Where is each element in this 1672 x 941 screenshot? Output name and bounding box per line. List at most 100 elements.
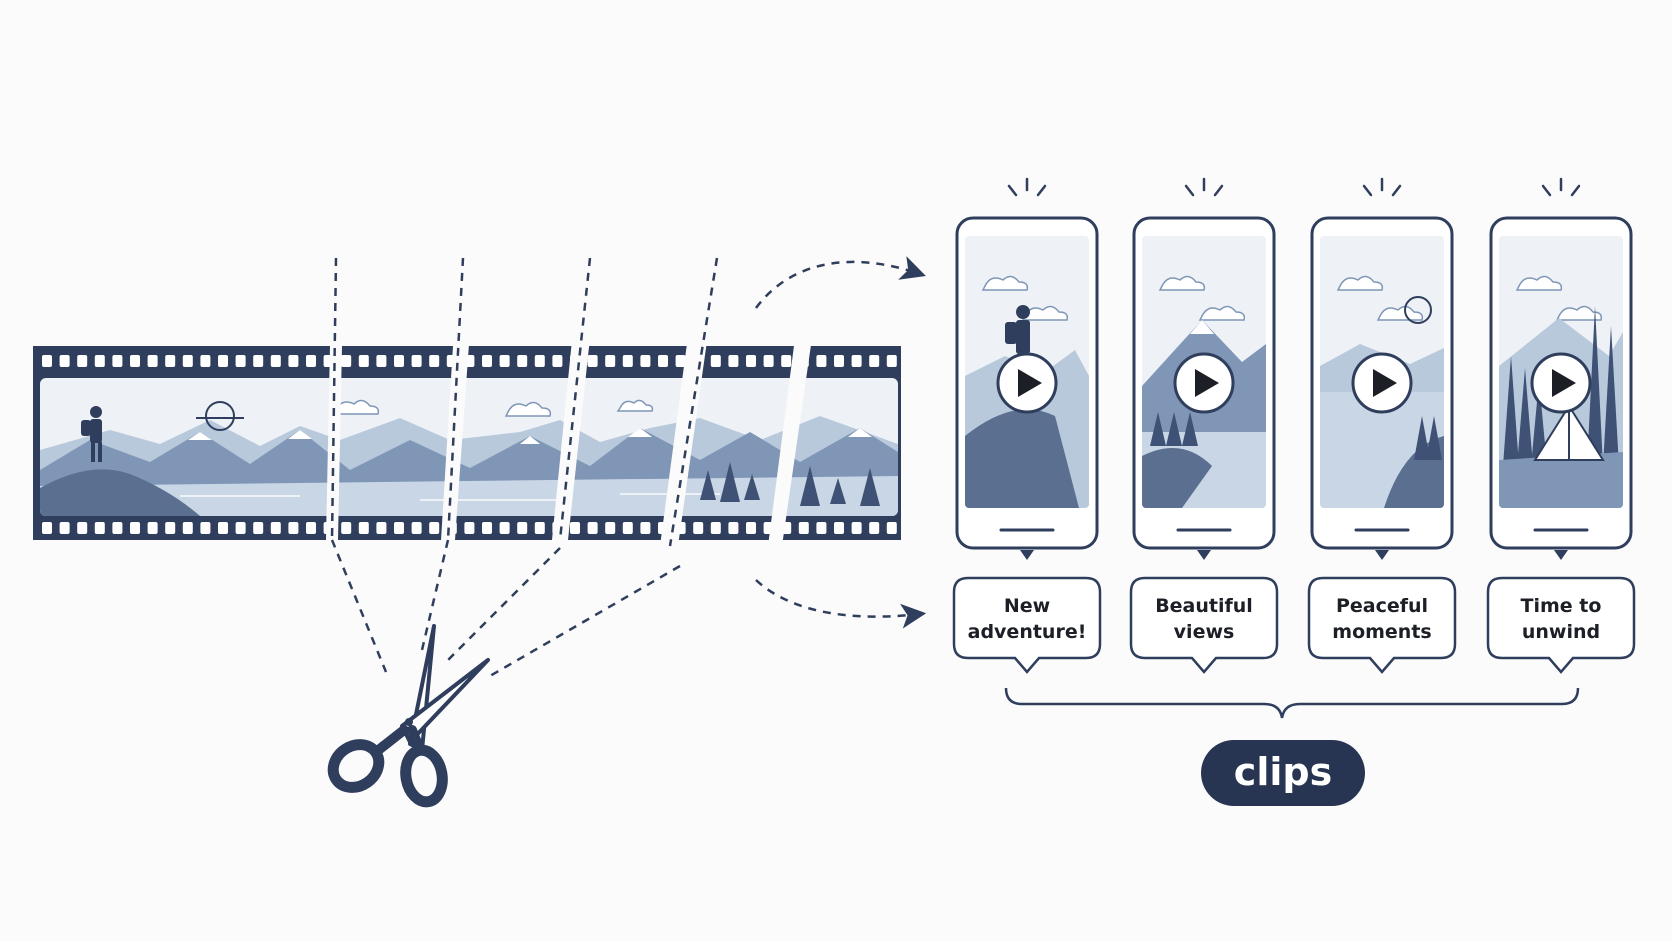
sprocket-hole bbox=[886, 522, 897, 534]
sprocket-hole bbox=[587, 522, 598, 534]
sprocket-hole bbox=[816, 522, 827, 534]
arrow-to-captions bbox=[755, 579, 927, 629]
cloud bbox=[332, 399, 380, 415]
sprocket-hole bbox=[499, 522, 510, 534]
sprocket-hole bbox=[341, 355, 352, 367]
arrow-to-phones bbox=[754, 256, 926, 309]
sprocket-hole bbox=[77, 522, 88, 534]
sprocket-hole bbox=[622, 355, 633, 367]
film-landscape bbox=[40, 378, 898, 516]
sprocket-hole bbox=[570, 522, 580, 534]
caption-line: moments bbox=[1332, 621, 1431, 643]
sprocket-hole bbox=[658, 355, 668, 367]
sprocket-hole bbox=[147, 355, 158, 367]
sprocket-hole bbox=[306, 522, 316, 534]
sprocket-hole bbox=[640, 355, 651, 367]
pointer-triangle bbox=[1197, 550, 1211, 560]
sprocket-hole bbox=[376, 355, 387, 367]
play-icon[interactable] bbox=[1351, 352, 1413, 414]
sprocket-hole bbox=[253, 522, 264, 534]
clips-badge-label: clips bbox=[1234, 750, 1332, 794]
sprocket-hole bbox=[112, 522, 123, 534]
sprocket-hole bbox=[42, 522, 52, 534]
sprocket-hole bbox=[834, 355, 844, 367]
sprocket-hole bbox=[429, 522, 440, 534]
scissors-handle bbox=[400, 744, 448, 808]
play-icon[interactable] bbox=[1530, 352, 1592, 414]
sprocket-hole bbox=[358, 355, 369, 367]
spark-lines bbox=[1362, 177, 1402, 197]
sprocket-hole bbox=[728, 522, 739, 534]
spark-lines bbox=[1184, 177, 1224, 197]
sprocket-hole bbox=[358, 522, 369, 534]
sprocket-hole bbox=[675, 355, 686, 367]
sprocket-hole bbox=[429, 355, 440, 367]
sprocket-hole bbox=[59, 522, 70, 534]
clip-card[interactable]: Peaceful moments bbox=[1307, 177, 1457, 674]
pointer-triangle bbox=[1554, 550, 1568, 560]
spark-lines bbox=[1007, 177, 1047, 197]
sprocket-hole bbox=[200, 355, 211, 367]
sprocket-hole bbox=[59, 355, 70, 367]
sprocket-hole bbox=[341, 522, 352, 534]
sprocket-hole bbox=[816, 355, 827, 367]
play-icon[interactable] bbox=[996, 352, 1058, 414]
sprocket-hole bbox=[710, 522, 721, 534]
caption-line: unwind bbox=[1522, 621, 1600, 643]
sprocket-hole bbox=[235, 522, 246, 534]
sprocket-hole bbox=[851, 522, 862, 534]
sprocket-hole bbox=[235, 355, 246, 367]
film-strip bbox=[33, 334, 901, 546]
sprocket-hole bbox=[130, 355, 140, 367]
caption-line: Peaceful bbox=[1336, 595, 1428, 617]
sprocket-hole bbox=[517, 355, 528, 367]
hiker-figure bbox=[81, 406, 102, 462]
sprocket-hole bbox=[77, 355, 88, 367]
pointer-triangle bbox=[1375, 550, 1389, 560]
cut-guides bbox=[330, 257, 719, 547]
sprocket-hole bbox=[147, 522, 158, 534]
tree-line bbox=[700, 462, 880, 506]
sprocket-hole bbox=[605, 355, 616, 367]
hill bbox=[40, 469, 200, 516]
play-icon[interactable] bbox=[1173, 352, 1235, 414]
sprocket-hole bbox=[165, 522, 176, 534]
sprocket-hole bbox=[464, 522, 475, 534]
sprocket-hole bbox=[482, 355, 492, 367]
sprocket-hole bbox=[200, 522, 211, 534]
sprocket-hole bbox=[306, 355, 316, 367]
sprocket-hole bbox=[869, 522, 880, 534]
sprocket-hole bbox=[218, 355, 228, 367]
caption-bubble: Peaceful moments bbox=[1307, 576, 1457, 674]
sprocket-hole bbox=[552, 355, 563, 367]
sprocket-hole bbox=[534, 355, 545, 367]
sprocket-hole bbox=[710, 355, 721, 367]
sprocket-hole bbox=[376, 522, 387, 534]
cloud bbox=[616, 399, 654, 412]
sprocket-hole bbox=[499, 355, 510, 367]
sprocket-hole bbox=[94, 522, 105, 534]
sprocket-hole bbox=[270, 522, 281, 534]
sprocket-hole bbox=[869, 355, 880, 367]
scissors-fan-lines bbox=[330, 539, 681, 678]
sprocket-hole bbox=[182, 522, 193, 534]
sprocket-hole bbox=[728, 355, 739, 367]
sprocket-hole bbox=[270, 355, 281, 367]
sprocket-hole bbox=[253, 355, 264, 367]
sprocket-hole bbox=[605, 522, 616, 534]
sprocket-hole bbox=[851, 355, 862, 367]
clips-badge: clips bbox=[1201, 740, 1365, 806]
sprocket-hole bbox=[746, 522, 756, 534]
sprocket-hole bbox=[182, 355, 193, 367]
sprocket-hole bbox=[798, 522, 809, 534]
pointer-triangle bbox=[1020, 550, 1034, 560]
sprocket-hole bbox=[763, 355, 774, 367]
spark-lines bbox=[1541, 177, 1581, 197]
clip-scene bbox=[965, 236, 1089, 508]
